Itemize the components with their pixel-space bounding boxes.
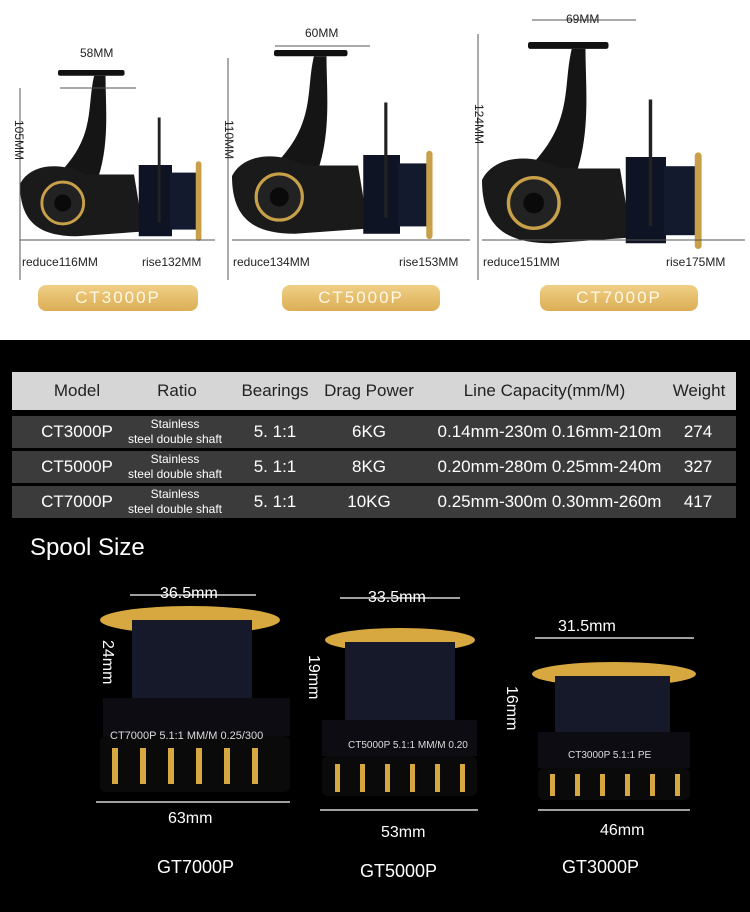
spool-top-dim: 31.5mm	[558, 618, 616, 635]
cell-weight: 417	[683, 492, 713, 511]
reel-ct5000p-image	[230, 48, 435, 241]
cell-drag: 8KG	[351, 457, 387, 476]
cell-weight: 274	[683, 422, 713, 441]
spool-gt7000p-image	[100, 606, 290, 792]
reel-rise-dim: rise132MM	[142, 255, 202, 269]
cell-bearings: 5. 1:1	[253, 422, 297, 441]
header-ratio: Ratio	[157, 381, 197, 400]
spec-table-header: Model Ratio Bearings Drag Power Line Cap…	[12, 372, 736, 410]
spool-bottom-dim: 46mm	[600, 822, 645, 839]
ratio-line1: Stainless	[150, 452, 200, 466]
reel-illustrations	[18, 19, 745, 280]
header-drag: Drag Power	[324, 381, 414, 400]
spool-print: CT5000P 5.1:1 MM/M 0.20	[348, 740, 468, 751]
model-badge: CT7000P	[540, 285, 698, 311]
reel-rise-dim: rise153MM	[399, 255, 459, 269]
cell-model: CT5000P	[41, 457, 113, 476]
ratio-line2: steel double shaft	[127, 432, 223, 446]
cell-drag: 6KG	[351, 422, 387, 441]
reel-ct3000p-image	[18, 68, 203, 243]
cell-weight: 327	[683, 457, 713, 476]
spool-label: GT5000P	[360, 861, 438, 881]
spool-height-dim: 24mm	[99, 640, 116, 685]
cell-capacity: 0.20mm-280m 0.25mm-240m	[437, 457, 662, 476]
reel-ct7000p-image	[480, 40, 704, 251]
reel-width-dim: 58MM	[80, 46, 114, 60]
spool-label: GT3000P	[562, 857, 640, 877]
reel-reduce-dim: reduce151MM	[483, 255, 560, 269]
reel-height-dim: 124MM	[472, 104, 486, 145]
cell-bearings: 5. 1:1	[253, 492, 297, 511]
spool-print: CT3000P 5.1:1 PE	[568, 750, 652, 761]
header-model: Model	[53, 381, 101, 400]
spool-gt5000p-image	[322, 628, 477, 796]
cell-drag: 10KG	[347, 492, 391, 511]
ratio-line1: Stainless	[150, 417, 200, 431]
spool-print: CT7000P 5.1:1 MM/M 0.25/300	[110, 730, 264, 742]
spool-size-title: Spool Size	[30, 534, 145, 561]
ratio-line2: steel double shaft	[127, 467, 223, 481]
reel-width-dim: 69MM	[566, 12, 600, 26]
cell-capacity: 0.25mm-300m 0.30mm-260m	[437, 492, 662, 511]
spool-bottom-dim: 53mm	[381, 824, 426, 841]
reel-height-dim: 110MM	[222, 120, 236, 160]
cell-model: CT3000P	[41, 422, 113, 441]
reel-reduce-dim: reduce116MM	[22, 255, 98, 269]
ratio-line1: Stainless	[150, 487, 200, 501]
header-capacity: Line Capacity(mm/M)	[463, 381, 626, 400]
cell-bearings: 5. 1:1	[253, 457, 297, 476]
spool-gt3000p-image	[532, 662, 696, 800]
spool-height-dim: 16mm	[503, 686, 520, 731]
ratio-line2: steel double shaft	[127, 502, 223, 516]
reel-rise-dim: rise175MM	[666, 255, 726, 269]
spool-label: GT7000P	[157, 857, 235, 877]
cell-model: CT7000P	[41, 492, 113, 511]
model-badge: CT3000P	[38, 285, 198, 311]
header-weight: Weight	[672, 381, 726, 400]
header-bearings: Bearings	[241, 381, 309, 400]
cell-capacity: 0.14mm-230m 0.16mm-210m	[437, 422, 662, 441]
spool-top-dim: 36.5mm	[160, 585, 218, 602]
reel-reduce-dim: reduce134MM	[233, 255, 310, 269]
model-badge: CT5000P	[282, 285, 440, 311]
spool-top-dim: 33.5mm	[368, 589, 426, 606]
reel-height-dim: 105MM	[12, 120, 26, 161]
spool-illustrations	[96, 594, 696, 811]
reel-width-dim: 60MM	[305, 26, 339, 40]
spool-bottom-dim: 63mm	[168, 810, 213, 827]
spool-height-dim: 19mm	[305, 655, 322, 700]
